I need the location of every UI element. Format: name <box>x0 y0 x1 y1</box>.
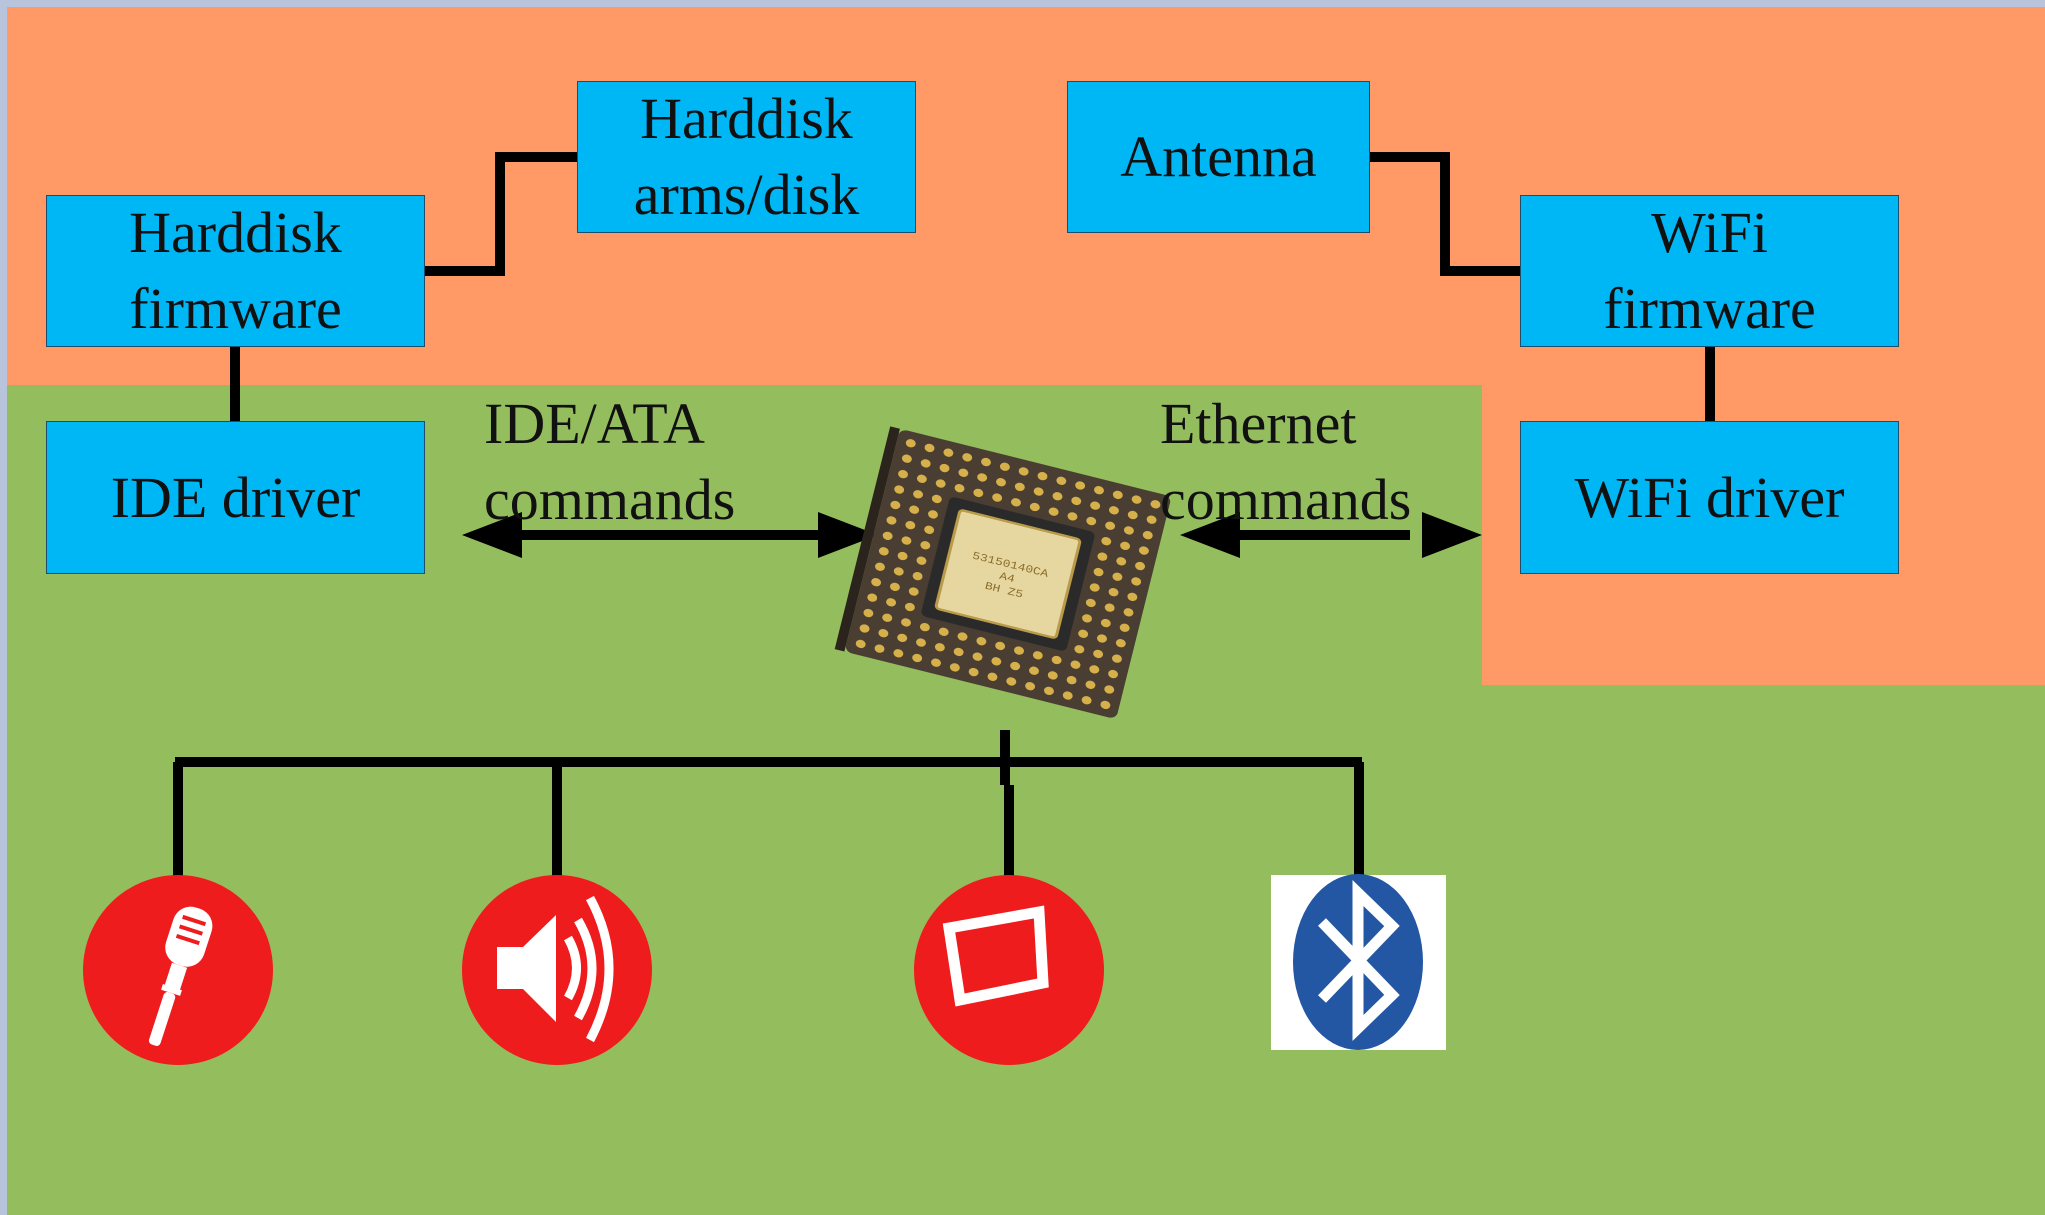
wifi-driver-label: WiFi driver <box>1574 464 1845 530</box>
wifi-firmware-line2: firmware <box>1603 276 1816 341</box>
ethernet-line1: Ethernet <box>1160 391 1357 456</box>
harddisk-arms-box: Harddisk arms/disk <box>577 81 916 233</box>
wifi-firmware-line1: WiFi <box>1651 200 1768 265</box>
ide-driver-label: IDE driver <box>110 464 361 530</box>
wifi-driver-box: WiFi driver <box>1520 421 1899 574</box>
software-region-extension <box>1482 685 2045 1215</box>
harddisk-arms-line1: Harddisk <box>640 86 853 151</box>
ide-ata-line1: IDE/ATA <box>484 391 705 456</box>
ide-driver-box: IDE driver <box>46 421 425 574</box>
ide-ata-line2: commands <box>484 467 736 532</box>
ethernet-label: Ethernet commands <box>1160 386 1411 538</box>
harddisk-firmware-line1: Harddisk <box>129 200 342 265</box>
wifi-firmware-box: WiFi firmware <box>1520 195 1899 347</box>
ide-ata-label: IDE/ATA commands <box>484 386 735 538</box>
antenna-box: Antenna <box>1067 81 1370 233</box>
harddisk-firmware-line2: firmware <box>129 276 342 341</box>
harddisk-arms-line2: arms/disk <box>633 162 860 227</box>
harddisk-firmware-box: Harddisk firmware <box>46 195 425 347</box>
antenna-label: Antenna <box>1120 124 1317 189</box>
ethernet-line2: commands <box>1160 467 1412 532</box>
